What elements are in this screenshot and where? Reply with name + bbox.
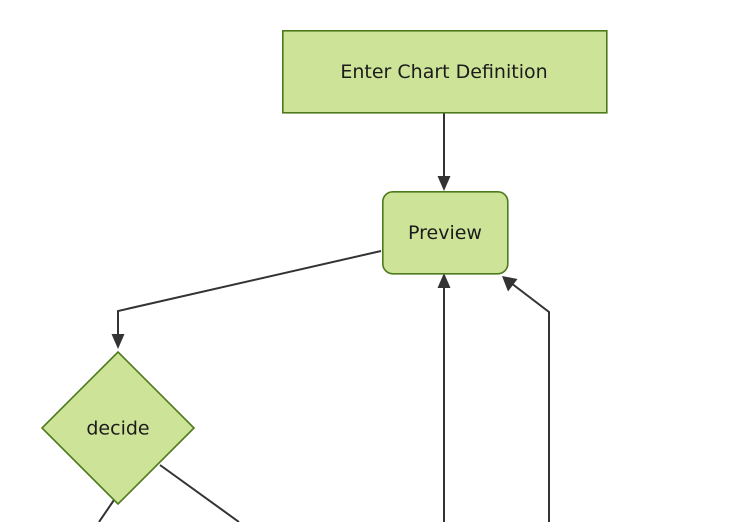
arrow-head-up-left-icon <box>502 276 518 292</box>
node-rounded-rectangle[interactable] <box>381 191 509 275</box>
node-label-decide: decide <box>86 418 149 440</box>
edge-line <box>117 250 382 340</box>
edge-enter-to-preview <box>437 113 451 191</box>
node-rectangle[interactable] <box>281 29 608 114</box>
edge-decide-right <box>159 464 240 522</box>
node-preview[interactable]: Preview <box>381 191 509 275</box>
node-label-preview: Preview <box>408 222 482 244</box>
arrow-head-up-icon <box>437 273 451 288</box>
arrow-head-down-icon <box>111 334 125 349</box>
node-decide[interactable]: decide <box>40 350 196 506</box>
edge-line <box>159 464 240 522</box>
node-label-enter-chart-definition: Enter Chart Definition <box>340 61 547 83</box>
node-diamond[interactable] <box>40 350 196 506</box>
edge-bottom-center-to-preview <box>437 273 451 522</box>
edge-preview-to-decide <box>111 250 382 349</box>
arrow-head-down-icon <box>437 176 451 191</box>
edge-decide-bottom <box>98 499 115 522</box>
edge-line <box>510 282 550 522</box>
edge-line <box>98 499 115 522</box>
edge-bottom-right-to-preview <box>502 276 550 522</box>
node-enter-chart-definition[interactable]: Enter Chart Definition <box>281 29 608 114</box>
